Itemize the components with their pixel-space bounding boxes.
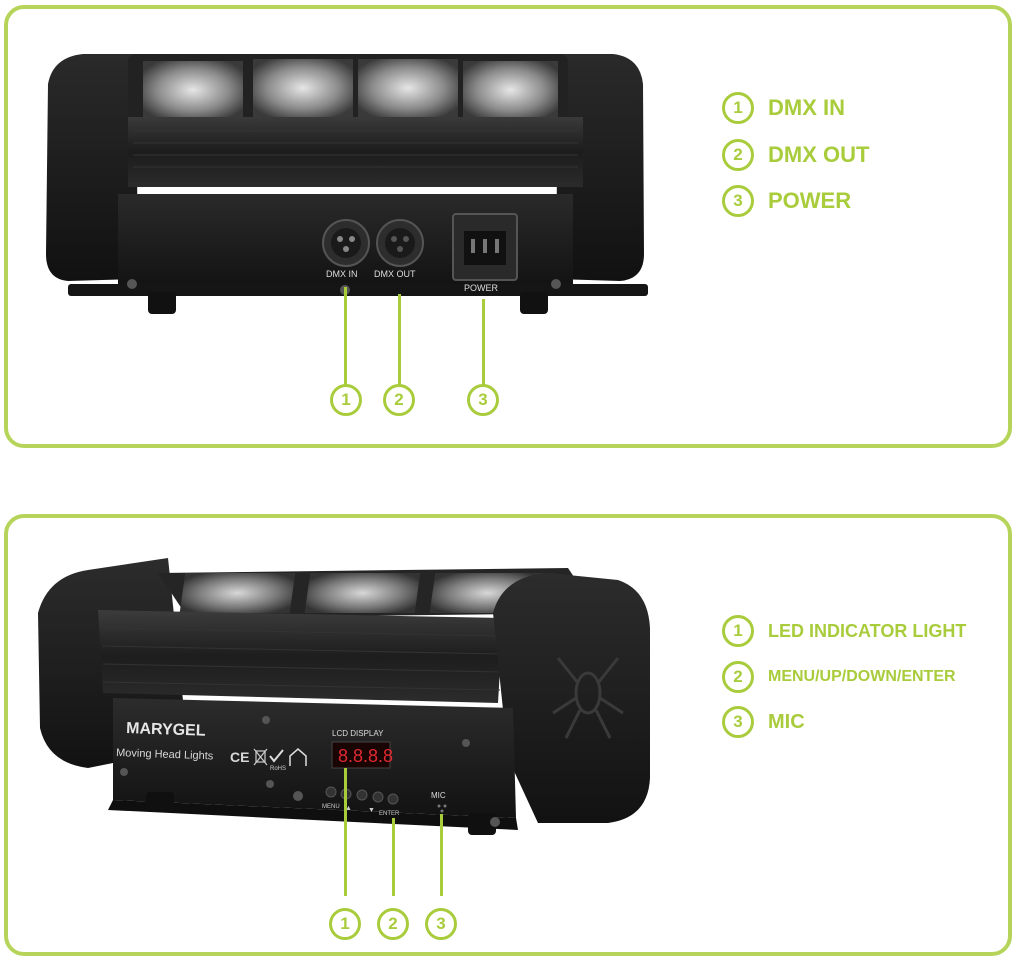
indoor-use-icon: [289, 748, 307, 766]
legend-number: 3: [722, 706, 754, 738]
legend-label: MIC: [768, 710, 805, 733]
power-socket-icon: [452, 213, 518, 281]
callout-line-2: [398, 294, 401, 387]
dmx-out-connector-icon: [376, 219, 424, 267]
legend-item-mic: 3 MIC: [722, 706, 805, 738]
enter-label: ENTER: [379, 811, 400, 817]
control-buttons: [325, 786, 399, 805]
power-device-label: POWER: [464, 283, 499, 293]
legend-label: POWER: [768, 188, 852, 213]
rear-view-photo: DMX IN DMX OUT POWER: [46, 54, 648, 314]
front-view-photo: MARYGEL Moving Head Lights CE RoHS LCD D…: [38, 558, 650, 835]
dmx-out-device-label: DMX OUT: [374, 269, 416, 279]
weee-bin-icon: [253, 748, 268, 766]
lens-row: [143, 59, 558, 119]
callout-line-2: [392, 818, 395, 896]
callout-line-3: [482, 299, 485, 387]
callout-line-3: [440, 814, 443, 896]
legend-number: 1: [722, 615, 754, 647]
lcd-display-label: LCD DISPLAY: [332, 729, 384, 738]
rear-view-panel: DMX IN DMX OUT POWER 1 2 3 1 DMX IN 2 DM…: [4, 5, 1012, 448]
legend-label: DMX IN: [768, 95, 845, 120]
legend-label: LED INDICATOR LIGHT: [768, 620, 967, 641]
callout-badge-2: 2: [383, 384, 415, 416]
legend-number: 2: [722, 661, 754, 693]
dmx-in-connector-icon: [322, 219, 370, 267]
callout-badge-3: 3: [425, 908, 457, 940]
lcd-display-digits: 8.8.8.8: [338, 746, 393, 766]
legend-item-dmx-out: 2 DMX OUT: [722, 139, 869, 171]
legend-item-led-indicator: 1 LED INDICATOR LIGHT: [722, 615, 966, 647]
subtitle-text: Moving Head Lights: [116, 747, 214, 762]
mic-holes-icon: [437, 804, 447, 813]
up-arrow-icon: ▲: [345, 805, 352, 812]
ce-mark: CE: [230, 749, 249, 765]
legend-label: DMX OUT: [768, 142, 870, 167]
front-view-panel: MARYGEL Moving Head Lights CE RoHS LCD D…: [4, 514, 1012, 956]
legend-number: 3: [722, 185, 754, 217]
legend-label: MENU/UP/DOWN/ENTER: [768, 668, 956, 685]
spider-logo-icon: [552, 657, 624, 739]
brand-text: MARYGEL: [126, 720, 206, 740]
callout-line-1: [344, 287, 347, 387]
rohs-mark: RoHS: [270, 766, 286, 772]
callout-badge-1: 1: [330, 384, 362, 416]
dmx-in-device-label: DMX IN: [326, 269, 358, 279]
menu-label: MENU: [322, 804, 340, 810]
callout-badge-3: 3: [467, 384, 499, 416]
legend-item-dmx-in: 1 DMX IN: [722, 92, 845, 124]
callout-line-1: [344, 768, 347, 896]
down-arrow-icon: ▼: [368, 807, 375, 814]
callout-badge-2: 2: [377, 908, 409, 940]
legend-number: 2: [722, 139, 754, 171]
legend-item-menu-controls: 2 MENU/UP/DOWN/ENTER: [722, 661, 956, 693]
check-mark-icon: [269, 749, 284, 763]
legend-item-power: 3 POWER: [722, 185, 851, 217]
callout-badge-1: 1: [329, 908, 361, 940]
mic-label: MIC: [431, 791, 446, 800]
legend-number: 1: [722, 92, 754, 124]
